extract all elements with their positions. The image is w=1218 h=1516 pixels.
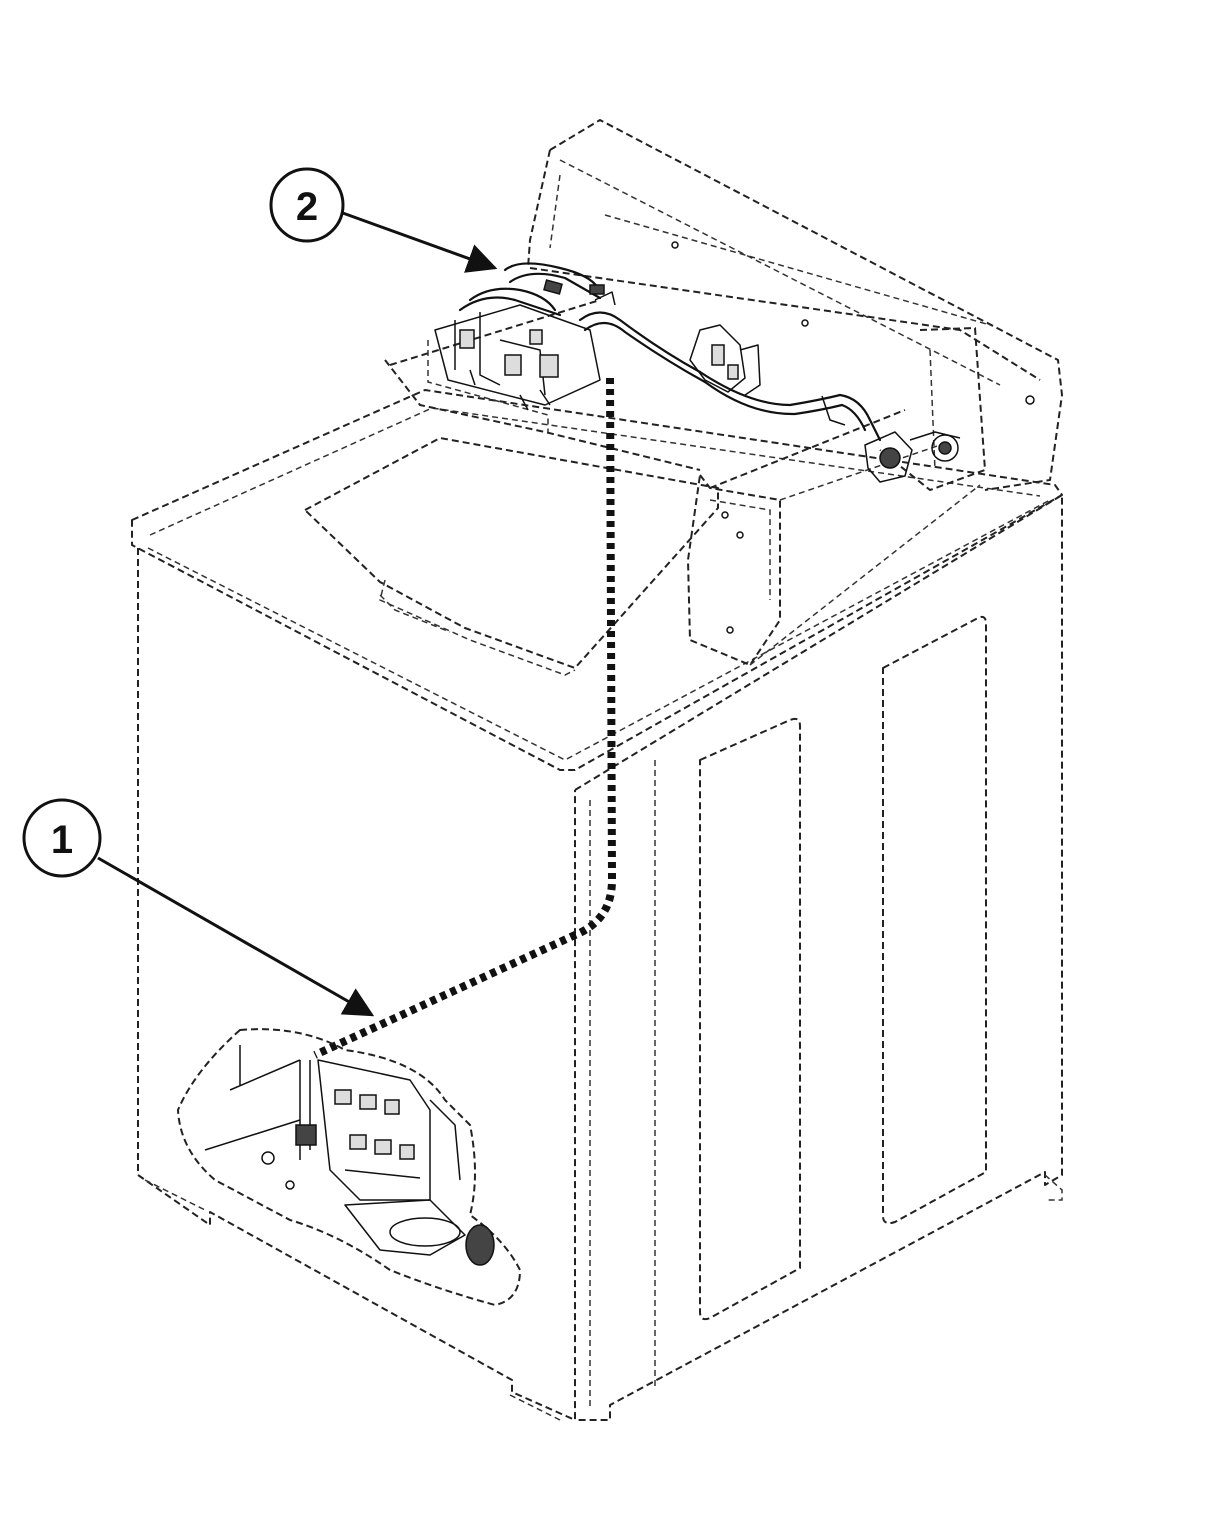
callout-1-label: 1 <box>51 818 73 862</box>
callout-2: 2 <box>269 167 498 273</box>
wiring-harness-lower-route <box>313 377 617 1059</box>
motor-cutaway <box>177 1028 521 1306</box>
control-console <box>384 119 1063 666</box>
washer-cabinet <box>131 389 1063 1421</box>
console-switch-cluster <box>689 324 761 396</box>
callout-2-circle <box>269 167 345 243</box>
timer-control-board <box>434 304 601 411</box>
callout-2-leader-arrow <box>339 210 498 273</box>
callout-1: 1 <box>22 798 375 1017</box>
callout-1-leader-arrow <box>97 856 375 1017</box>
water-valve-assembly <box>864 431 961 483</box>
wiring-harness-upper <box>458 262 882 442</box>
callout-2-label: 2 <box>296 185 318 229</box>
callout-1-circle <box>22 798 102 878</box>
